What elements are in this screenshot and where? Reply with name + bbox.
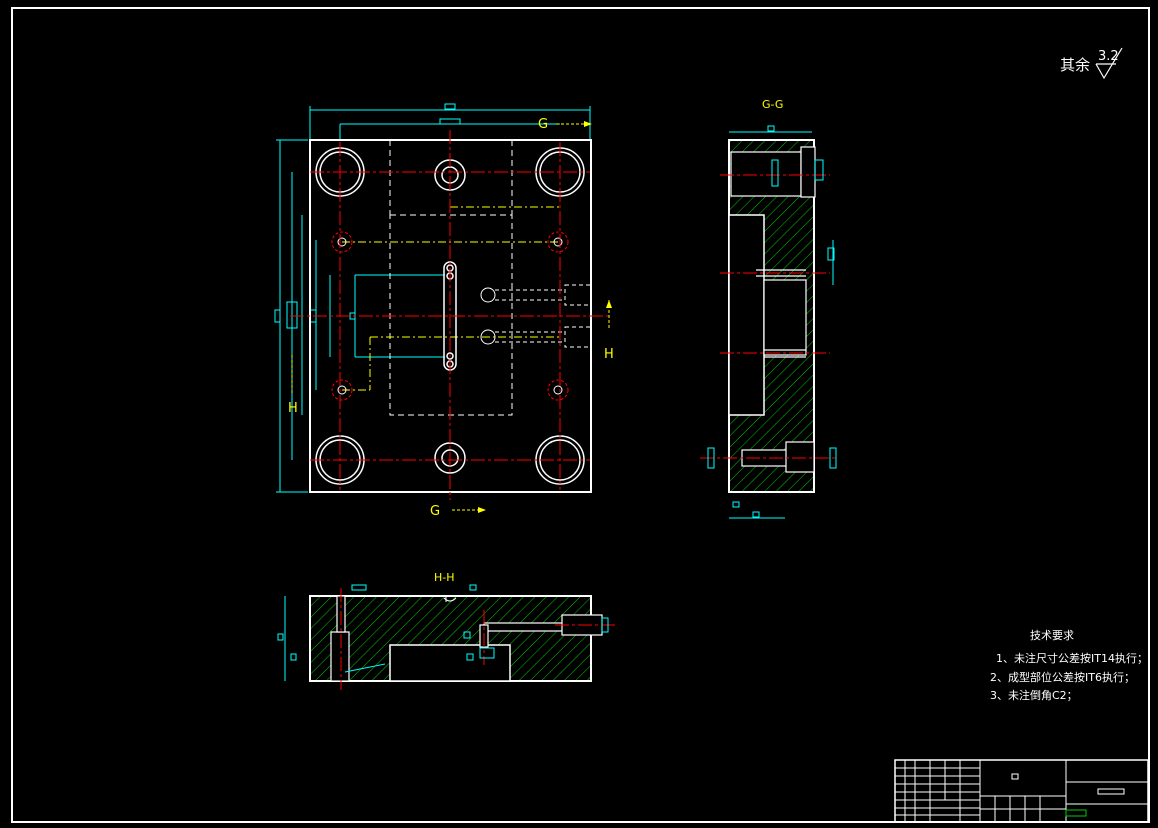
tech-requirements: 技术要求 1、未注尺寸公差按IT14执行； 2、成型部位公差按IT6执行； 3、… [990, 629, 1148, 702]
section-markers: G G H H [288, 117, 614, 519]
section-hh-view: H-H [277, 571, 615, 690]
title-block [894, 759, 1149, 823]
yellow-hidden-lines [342, 206, 560, 391]
drawing-border [11, 7, 1150, 823]
plan-view: G G H H [274, 103, 614, 519]
roughness-value: 3.2 [1098, 49, 1119, 64]
plan-centerlines [290, 130, 610, 500]
cut-h-left-label: H [288, 401, 298, 416]
runner-channels [495, 284, 592, 348]
roughness-label: 其余 [1060, 56, 1090, 74]
cut-h-right-label: H [604, 347, 614, 362]
hh-title: H-H [434, 571, 455, 584]
tech-requirement-1: 1、未注尺寸公差按IT14执行； [996, 651, 1148, 665]
roughness-symbol: 其余 3.2 [1060, 47, 1123, 80]
cut-g-bottom-label: G [430, 504, 440, 519]
screw-holes [331, 231, 569, 401]
gg-title: G-G [762, 98, 783, 111]
tech-requirements-title: 技术要求 [1030, 629, 1074, 642]
tech-requirement-2: 2、成型部位公差按IT6执行； [990, 670, 1135, 684]
hidden-lines [389, 140, 513, 416]
section-gg-view: G-G [700, 98, 837, 519]
tech-requirement-3: 3、未注倒角C2； [990, 688, 1078, 702]
cut-g-top-label: G [538, 117, 548, 132]
